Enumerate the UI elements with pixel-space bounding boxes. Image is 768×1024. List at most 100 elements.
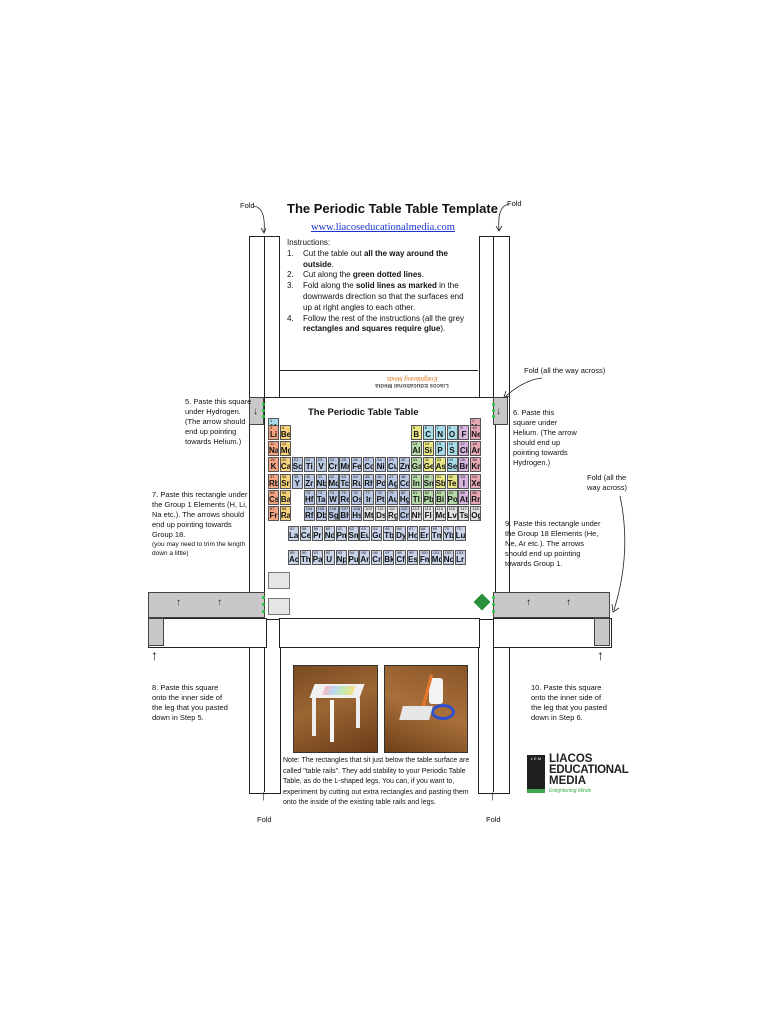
instructions-heading: Instructions: <box>287 238 331 247</box>
element-cell: 69Tm <box>430 526 442 541</box>
fold-arrow-top-left <box>253 205 267 234</box>
element-symbol: Sc <box>292 462 303 471</box>
right-table-rail <box>493 592 610 618</box>
element-number: 110 <box>377 506 384 511</box>
element-number: 44 <box>353 474 358 479</box>
element-number: 16 <box>448 441 453 446</box>
instruction-panel <box>279 236 480 398</box>
element-number: 116 <box>448 506 455 511</box>
element-number: 64 <box>373 526 378 531</box>
element-symbol: Xe <box>471 479 482 488</box>
element-symbol: Sb <box>435 479 446 488</box>
instruction-step-pre: Fold along the <box>303 281 356 291</box>
element-number: 93 <box>337 550 343 555</box>
element-cell: 95Am <box>359 550 371 565</box>
step7-text: 7. Paste this rectangle under the Group … <box>152 490 252 558</box>
element-number: 107 <box>341 506 349 511</box>
element-number: 60 <box>325 526 331 531</box>
website-link[interactable]: www.liacoseducationalmedia.com <box>311 222 455 233</box>
right-leg-square <box>594 618 610 646</box>
periodic-table: 1H2He3Li4Be5B6C7N8O9F10Ne11Na12Mg13Al14S… <box>266 400 491 618</box>
element-symbol: Bi <box>436 495 445 504</box>
instruction-step: 4.Follow the rest of the instructions (a… <box>287 314 472 336</box>
logo-line3: MEDIA <box>549 775 587 787</box>
cut-dot <box>262 403 265 406</box>
fold-label-top-right: Fold <box>507 199 522 208</box>
photo-table-leg <box>356 698 360 728</box>
fold-arrow-across-top <box>503 377 543 398</box>
element-symbol: Se <box>447 462 458 471</box>
instruction-step-number: 4. <box>287 313 294 323</box>
element-number: 49 <box>412 474 418 479</box>
actinide-label <box>268 598 290 615</box>
element-symbol: Rg <box>388 511 398 520</box>
element-symbol: Cs <box>269 495 279 504</box>
element-number: 37 <box>270 474 275 479</box>
element-number: 20 <box>281 457 287 462</box>
logo-line2: EDUCATIONAL <box>549 764 629 776</box>
photo-scissors <box>431 704 455 720</box>
instruction-step-number: 1. <box>287 248 294 258</box>
element-cell: 42Mo <box>327 474 339 489</box>
step7-small: (you may need to trim the length down a … <box>152 541 246 557</box>
up-arrow-icon: ↑ <box>151 647 158 663</box>
upside-down-tagline: Enlightening Minds <box>386 375 438 381</box>
up-arrow-icon: ↑ <box>260 787 267 803</box>
cut-dot <box>492 415 495 418</box>
element-symbol: Fe <box>352 462 362 471</box>
cut-dot <box>262 603 265 606</box>
element-symbol: Lv <box>447 511 457 520</box>
photo-glue-stick <box>429 678 443 704</box>
cut-dot <box>492 610 495 613</box>
up-arrow-icon: ↑ <box>176 597 181 608</box>
element-symbol: At <box>459 495 469 504</box>
element-number: 80 <box>400 490 406 495</box>
left-rail-strip <box>148 618 267 648</box>
element-number: 42 <box>329 474 334 479</box>
element-number: 88 <box>281 506 287 511</box>
element-number: 39 <box>293 474 299 479</box>
element-symbol: Eu <box>360 531 371 540</box>
logo-line1: LIACOS <box>549 753 593 765</box>
instruction-step-post: in the downwards direction so that the s… <box>303 281 464 312</box>
element-number: 40 <box>305 474 311 479</box>
right-rail-strip <box>493 618 612 648</box>
element-number: 14 <box>424 441 430 446</box>
photo-table-leg <box>330 700 334 742</box>
instruction-step-pre: Cut along the <box>303 270 353 280</box>
element-cell: 61Pm <box>335 526 347 541</box>
element-number: 109 <box>365 506 372 511</box>
logo-tagline: Enlightening Minds <box>549 788 592 794</box>
element-number: 30 <box>400 457 406 462</box>
up-arrow-icon: ↑ <box>489 787 496 803</box>
element-symbol: Cf <box>396 555 405 564</box>
element-number: 12 <box>281 441 287 446</box>
element-number: 62 <box>349 526 354 531</box>
element-number: 77 <box>365 490 370 495</box>
element-symbol: Te <box>447 479 457 488</box>
